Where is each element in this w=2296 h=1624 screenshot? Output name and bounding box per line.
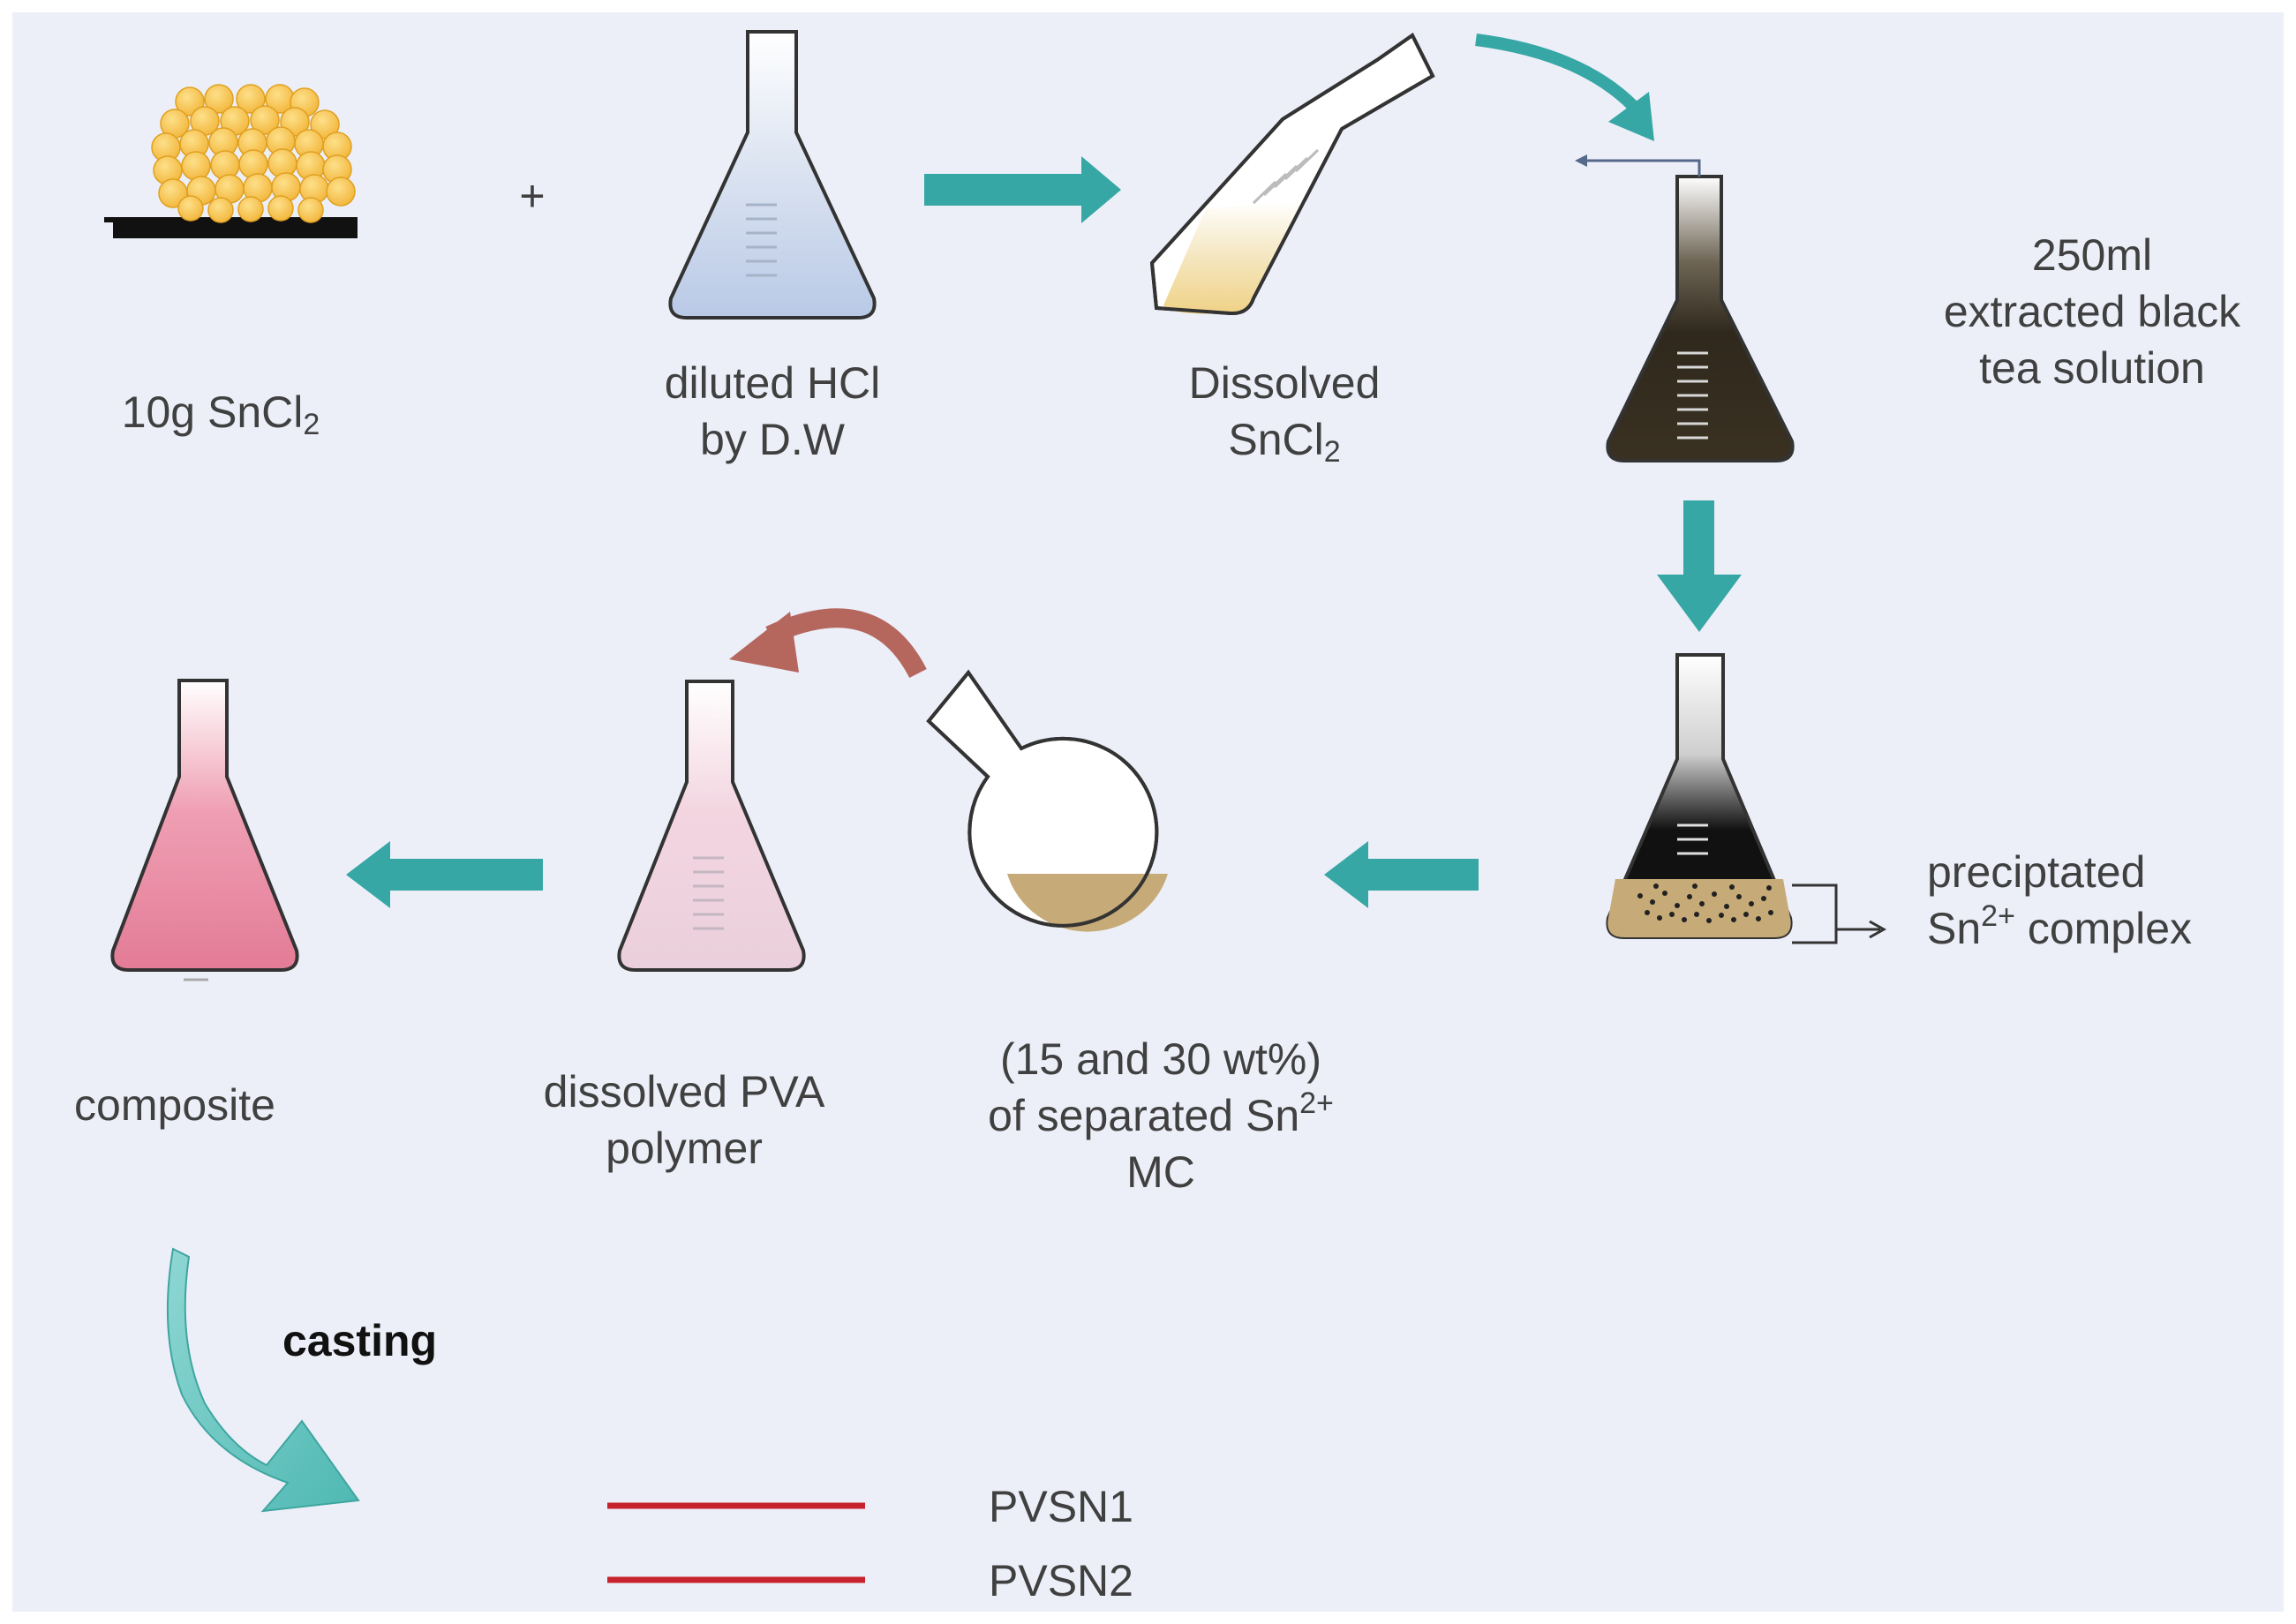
label-hcl-line2: by D.W	[700, 415, 845, 464]
separated-flask-icon	[926, 669, 1168, 932]
label-separated-line2: of separated Sn2+	[953, 1087, 1368, 1144]
label-separated-line3: MC	[1126, 1147, 1195, 1197]
legend-label-pvsn1: PVSN1	[989, 1482, 1133, 1531]
label-separated-line1: (15 and 30 wt%)	[999, 1034, 1322, 1084]
label-precip-line2-pre: Sn	[1927, 904, 1982, 953]
arrow-down-icon	[1657, 500, 1742, 632]
label-pva-line1: dissolved PVA	[543, 1067, 825, 1116]
composite-flask-icon	[110, 679, 299, 981]
label-separated: (15 and 30 wt%) of separated Sn2+ MC	[953, 1031, 1368, 1200]
label-pva: dissolved PVA polymer	[521, 1064, 847, 1177]
dissolved-flask-icon	[1149, 33, 1435, 316]
hcl-flask-icon	[668, 30, 877, 320]
label-sncl2-sub: 2	[303, 408, 320, 441]
label-precip-line2-post: complex	[2027, 904, 2193, 953]
red-curved-arrow-icon	[729, 608, 927, 679]
label-sncl2: 10g SnCl2	[88, 384, 353, 440]
arrow-left-icon-1	[1324, 841, 1479, 908]
arrow-left-icon-2	[346, 841, 543, 908]
label-sncl2-text: 10g SnCl	[121, 387, 304, 437]
curved-arrow-icon	[1475, 34, 1654, 141]
label-dissolved-line2-text: SnCl	[1228, 415, 1324, 464]
plus-sign: +	[519, 171, 546, 221]
label-composite: composite	[74, 1080, 275, 1130]
label-casting: casting	[282, 1316, 438, 1365]
label-tea: 250ml extracted black tea solution	[1907, 227, 2277, 396]
arrow-right-icon	[924, 156, 1121, 223]
label-hcl: diluted HCl by D.W	[618, 355, 927, 468]
label-precip-line1: preciptated	[1927, 847, 2146, 897]
legend-label-pvsn2: PVSN2	[989, 1556, 1133, 1605]
precipitate-flask-icon	[1606, 653, 1887, 944]
label-dissolved: Dissolved SnCl2	[1139, 355, 1430, 468]
label-separated-line2-text: of separated Sn	[988, 1091, 1300, 1140]
tea-flask-icon	[1575, 154, 1795, 462]
label-separated-line2-sup: 2+	[1299, 1086, 1334, 1120]
sncl2-beads-icon	[104, 84, 358, 238]
label-precip-line2: Sn2+ complex	[1927, 900, 2296, 957]
label-dissolved-line1: Dissolved	[1188, 358, 1381, 408]
label-precip-line2-sup: 2+	[1981, 899, 2015, 933]
label-hcl-line1: diluted HCl	[664, 358, 881, 408]
label-dissolved-line2-sub: 2	[1323, 435, 1341, 469]
label-tea-line3: tea solution	[1979, 343, 2205, 393]
label-pva-line2: polymer	[606, 1124, 763, 1173]
label-tea-line1: 250ml	[2031, 230, 2153, 280]
label-precip: preciptated Sn2+ complex	[1927, 844, 2296, 957]
casting-arrow-icon	[166, 1247, 360, 1513]
label-tea-line2: extracted black	[1943, 287, 2241, 336]
label-dissolved-line2: SnCl2	[1139, 411, 1430, 468]
pva-flask-icon	[617, 680, 806, 972]
